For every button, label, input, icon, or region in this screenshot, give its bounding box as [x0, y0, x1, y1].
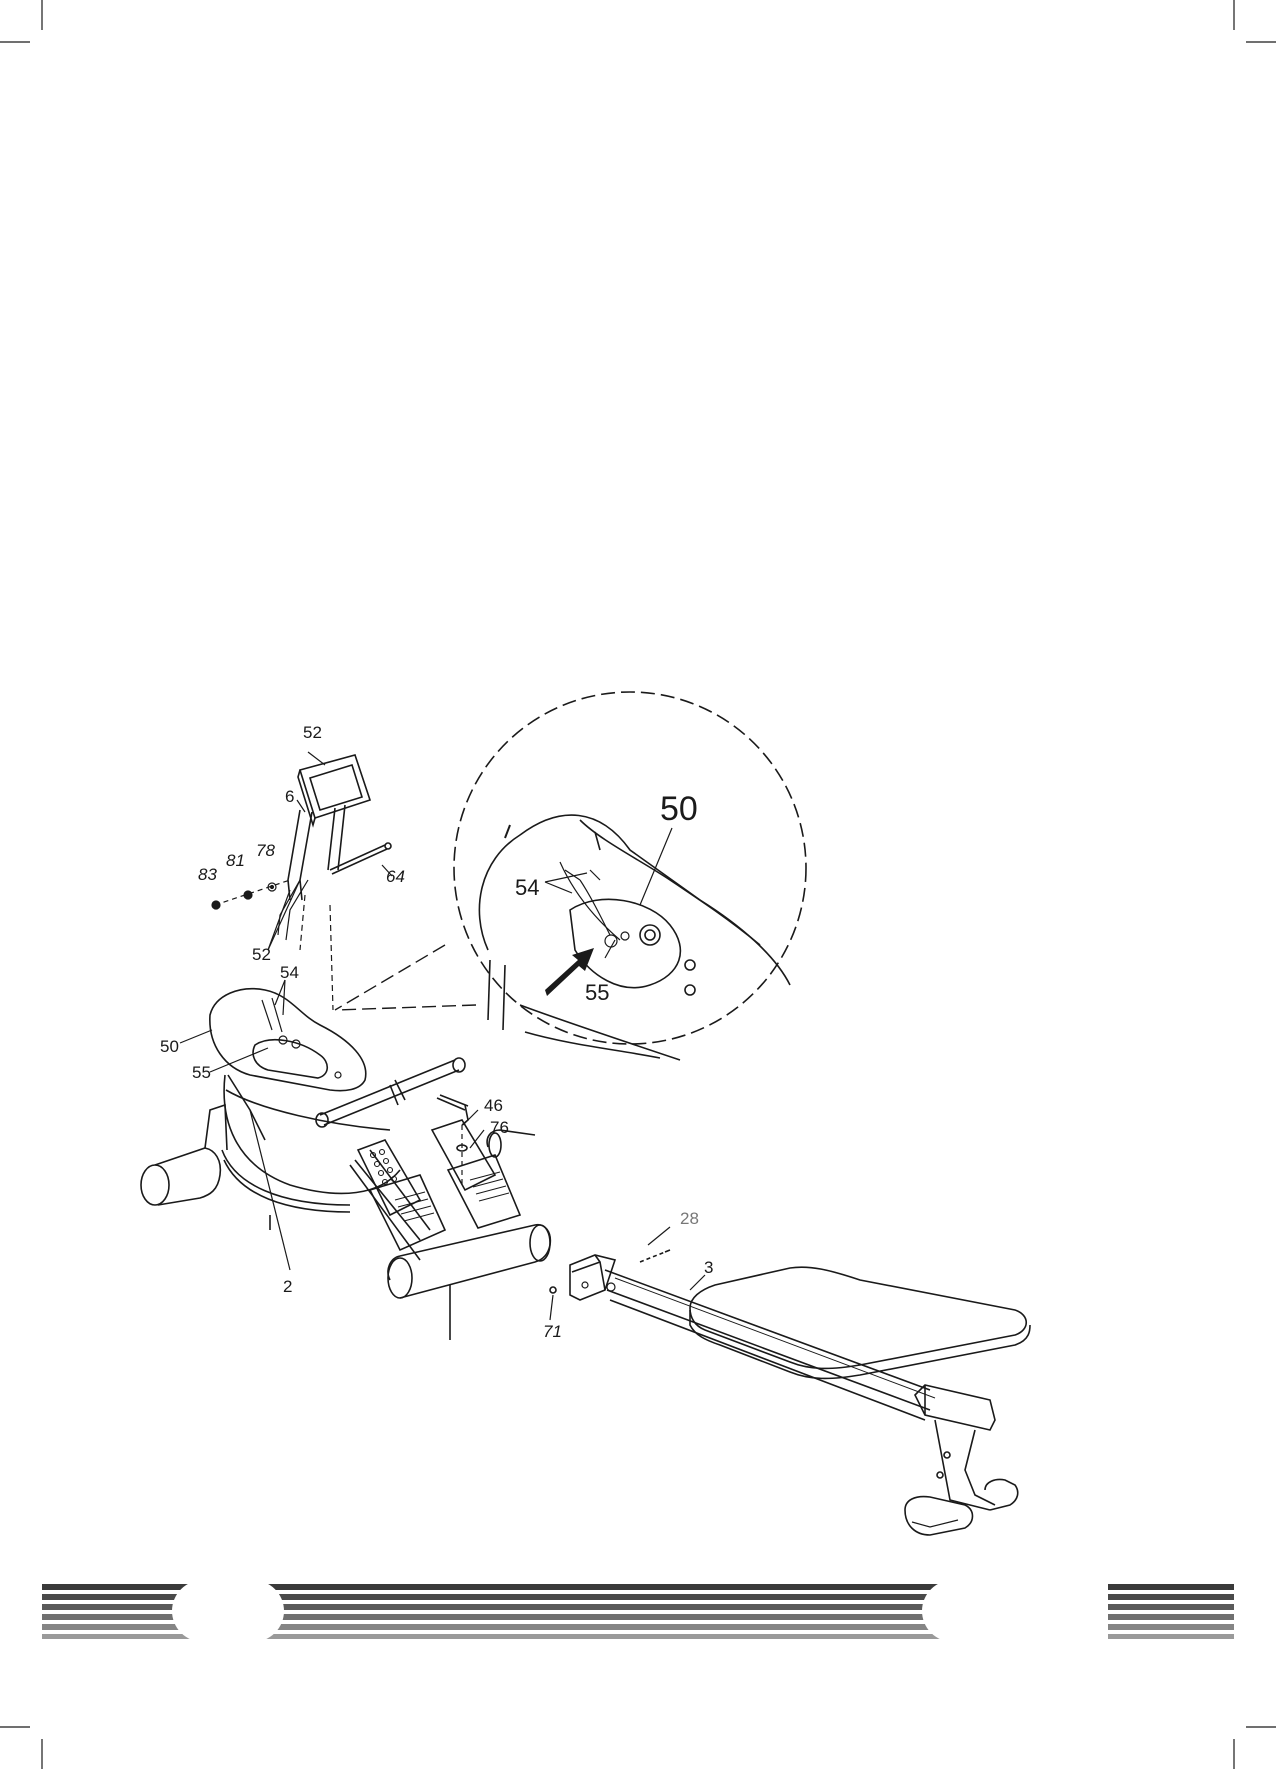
- callout-71: 71: [543, 1322, 562, 1341]
- rail-and-seat: [550, 1250, 1030, 1535]
- detail-callout-50: 50: [660, 790, 698, 828]
- callout-50: 50: [160, 1037, 179, 1056]
- callout-28: 28: [680, 1209, 699, 1228]
- callout-76: 76: [490, 1118, 509, 1137]
- callout-64: 64: [386, 867, 405, 886]
- detail-magnifier: [335, 692, 806, 1044]
- bolt-set: [212, 880, 290, 909]
- footer-stripe-band: [42, 1580, 1234, 1642]
- callout-81: 81: [226, 851, 245, 870]
- callout-55: 55: [192, 1063, 211, 1082]
- callout-52-monitor: 52: [303, 723, 322, 742]
- callout-2: 2: [283, 1277, 292, 1296]
- detail-callout-55: 55: [585, 980, 609, 1005]
- callout-3: 3: [704, 1258, 713, 1277]
- callout-83: 83: [198, 865, 217, 884]
- callout-52-cable: 52: [252, 945, 271, 964]
- detail-callout-54: 54: [515, 875, 539, 900]
- callout-6: 6: [285, 787, 294, 806]
- detail-inner-drawing: [479, 815, 790, 1060]
- callout-leaders: [180, 752, 705, 1320]
- rower-front-body: [141, 989, 550, 1340]
- callout-78: 78: [256, 841, 275, 860]
- callout-46: 46: [484, 1096, 503, 1115]
- callout-54: 54: [280, 963, 299, 982]
